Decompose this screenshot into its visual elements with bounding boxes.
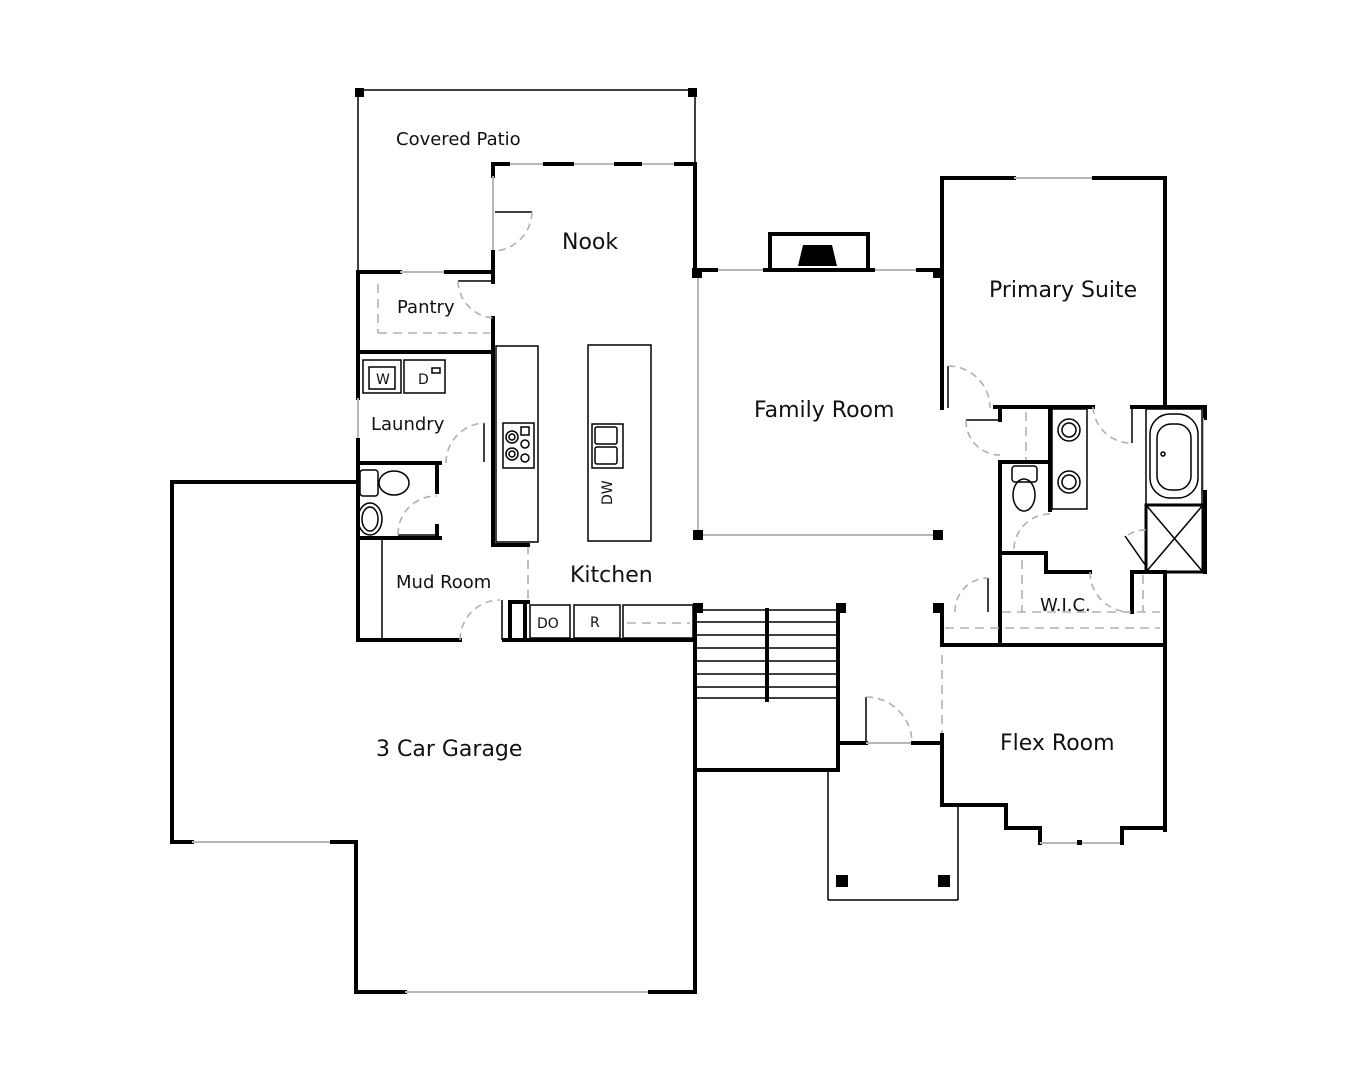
west-service-rooms xyxy=(356,270,529,642)
refrigerator-label: R xyxy=(590,615,600,631)
room-label-garage: 3 Car Garage xyxy=(376,737,522,762)
kitchen-area xyxy=(491,343,697,642)
entry-porch xyxy=(827,696,959,901)
patio-post xyxy=(688,88,697,97)
dryer-label: D xyxy=(418,372,429,388)
double-oven-label: DO xyxy=(537,616,559,632)
room-label-mud-room: Mud Room xyxy=(396,572,491,593)
washer-label: W xyxy=(376,372,390,388)
fireplace-icon xyxy=(798,245,837,266)
room-label-laundry: Laundry xyxy=(371,414,445,435)
room-label-pantry: Pantry xyxy=(397,297,455,318)
dishwasher-label: DW xyxy=(600,480,616,505)
garage-area xyxy=(170,480,697,994)
nook-rear-wall xyxy=(491,162,702,284)
primary-suite-area xyxy=(933,176,1207,832)
room-label-wic: W.I.C. xyxy=(1040,595,1091,616)
room-label-primary-suite: Primary Suite xyxy=(989,278,1137,303)
room-label-covered-patio: Covered Patio xyxy=(396,129,521,150)
room-label-kitchen: Kitchen xyxy=(570,563,653,588)
cooktop xyxy=(502,422,535,469)
flex-room-area xyxy=(940,655,1167,845)
room-label-family-room: Family Room xyxy=(754,398,894,423)
family-room-area xyxy=(693,232,943,540)
room-label-nook: Nook xyxy=(562,230,618,255)
sink xyxy=(591,423,624,469)
room-label-flex-room: Flex Room xyxy=(1000,731,1115,756)
kitchen-island xyxy=(587,344,652,542)
covered-patio-area xyxy=(355,88,697,270)
range-counter xyxy=(495,345,539,543)
patio-post xyxy=(355,88,364,97)
stairs xyxy=(693,603,846,992)
